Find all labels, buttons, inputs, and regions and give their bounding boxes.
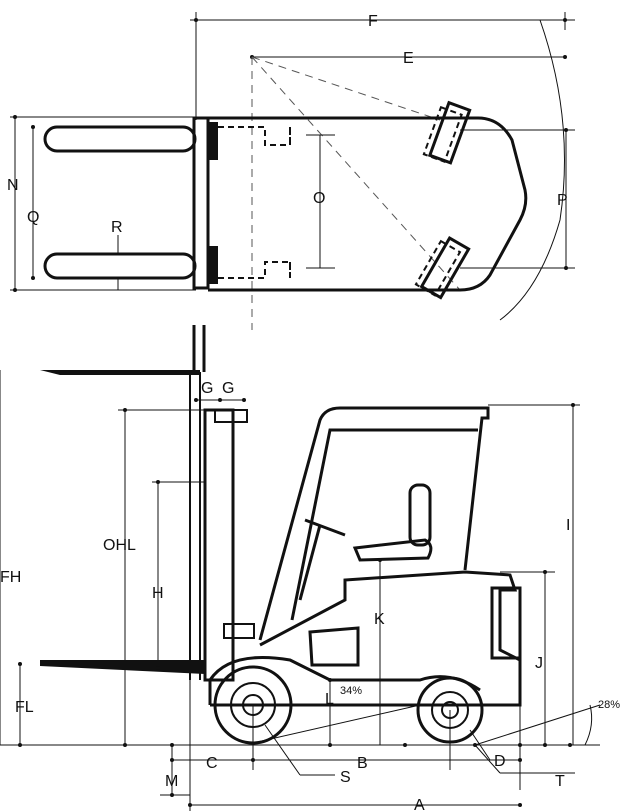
label-FH: FH (0, 569, 21, 586)
label-F: F (368, 13, 378, 30)
label-FL: FL (15, 699, 34, 716)
label-S: S (340, 769, 351, 786)
label-I: I (566, 517, 570, 534)
label-L: L (325, 691, 334, 708)
label-K: K (374, 611, 385, 628)
label-T: T (555, 773, 565, 790)
label-B: B (357, 755, 368, 772)
label-N: N (7, 177, 19, 194)
label-J: J (535, 655, 543, 672)
side-view: G G OHL FH H K I J L 34% 28% FL C B D S … (0, 325, 620, 811)
top-view: F E N Q R O P (7, 12, 575, 330)
label-R: R (111, 219, 123, 236)
label-34-percent: 34% (340, 685, 362, 697)
label-D: D (494, 753, 506, 770)
label-G2: G (222, 380, 234, 397)
label-C: C (206, 755, 218, 772)
label-H: H (152, 585, 164, 602)
label-P: P (557, 192, 568, 209)
label-O: O (313, 190, 325, 207)
label-G1: G (201, 380, 213, 397)
label-M: M (165, 773, 178, 790)
label-OHL: OHL (103, 537, 136, 554)
label-E: E (403, 50, 414, 67)
label-28-percent: 28% (598, 699, 620, 711)
label-Q: Q (27, 209, 39, 226)
label-A: A (414, 797, 425, 811)
